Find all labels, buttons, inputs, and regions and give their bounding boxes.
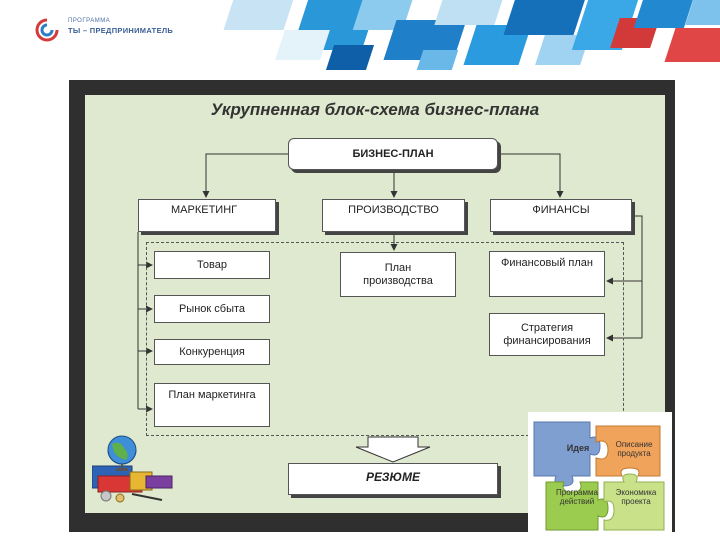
logo-title: ТЫ – ПРЕДПРИНИМАТЕЛЬ <box>68 26 174 35</box>
production-plan-label: План производства <box>363 261 433 287</box>
finance-box: ФИНАНСЫ <box>490 199 632 232</box>
puzzle-image: Идея Описание продукта Программа действи… <box>528 412 672 534</box>
production-plan-box: План производства <box>340 252 456 297</box>
diagram-title: Укрупненная блок-схема бизнес-плана <box>210 100 540 119</box>
finance-label: ФИНАНСЫ <box>532 204 590 216</box>
marketing-plan-box: План маркетинга <box>154 383 270 427</box>
globe-books-icon <box>92 435 173 503</box>
summary-label: РЕЗЮМЕ <box>365 470 421 484</box>
summary-box: РЕЗЮМЕ <box>288 463 498 495</box>
puzzle-piece-program: Программа действий <box>556 488 598 506</box>
puzzle-piece-economics: Экономика проекта <box>615 488 657 506</box>
financing-strategy-label: Стратегия финансирования <box>503 321 591 347</box>
product-box: Товар <box>154 251 270 279</box>
sales-market-box: Рынок сбыта <box>154 295 270 323</box>
competition-box: Конкуренция <box>154 339 270 365</box>
business-plan-label: БИЗНЕС-ПЛАН <box>352 147 434 160</box>
marketing-box: МАРКЕТИНГ <box>138 199 276 232</box>
puzzle-icon <box>533 421 665 531</box>
program-logo[interactable]: ПРОГРАММА ТЫ – ПРЕДПРИНИМАТЕЛЬ <box>34 16 174 44</box>
financing-strategy-box: Стратегия финансирования <box>489 313 605 356</box>
financial-plan-label: Финансовый план <box>500 257 594 269</box>
marketing-plan-label: План маркетинга <box>168 389 256 401</box>
competition-label: Конкуренция <box>179 345 245 358</box>
production-label: ПРОИЗВОДСТВО <box>348 204 439 216</box>
product-label: Товар <box>197 258 227 271</box>
puzzle-piece-idea: Идея <box>566 443 590 453</box>
financial-plan-box: Финансовый план <box>489 251 605 297</box>
business-plan-box: БИЗНЕС-ПЛАН <box>288 138 498 170</box>
logo-mark-icon <box>35 18 59 42</box>
detail-area <box>146 242 624 436</box>
production-box: ПРОИЗВОДСТВО <box>322 199 465 232</box>
marketing-label: МАРКЕТИНГ <box>171 204 238 216</box>
puzzle-piece-product: Описание продукта <box>615 440 653 458</box>
logo-caption: ПРОГРАММА <box>68 18 111 24</box>
sales-market-label: Рынок сбыта <box>178 302 246 315</box>
